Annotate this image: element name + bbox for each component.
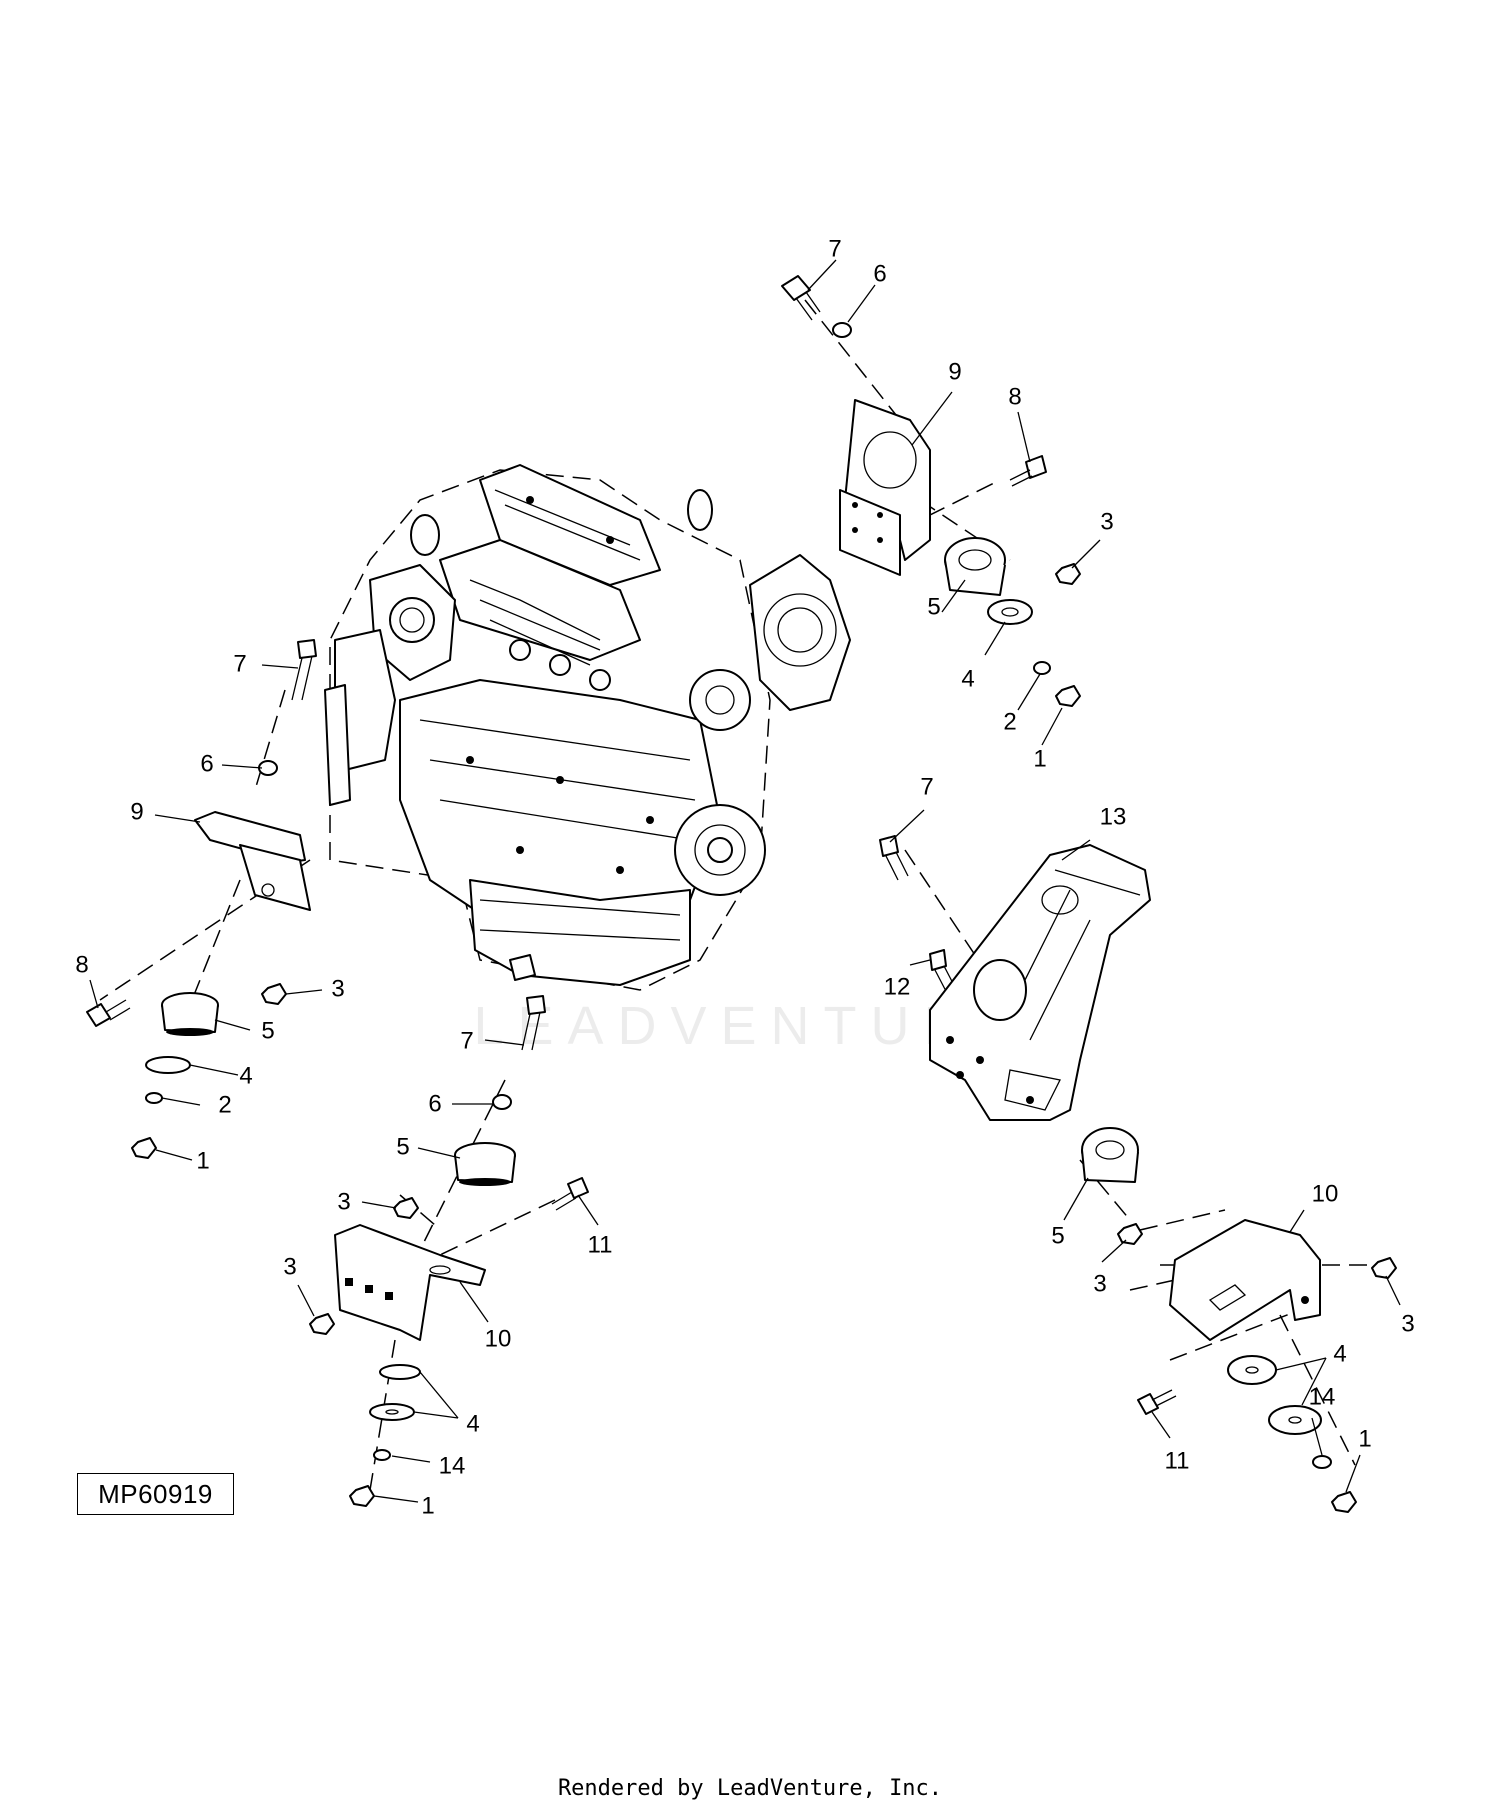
callout-4: 4 <box>1333 1340 1346 1367</box>
callout-4: 4 <box>466 1410 479 1437</box>
left-mount-group <box>86 639 317 1159</box>
callout-10: 10 <box>485 1325 512 1352</box>
callout-5: 5 <box>261 1017 274 1044</box>
callout-4: 4 <box>239 1062 252 1089</box>
callout-13: 13 <box>1100 803 1127 830</box>
callout-1: 1 <box>1033 745 1046 772</box>
callout-1: 1 <box>1358 1425 1371 1452</box>
callout-5: 5 <box>396 1133 409 1160</box>
callout-2: 2 <box>1003 708 1016 735</box>
top-right-mount-group <box>781 275 1081 707</box>
callout-6: 6 <box>428 1090 441 1117</box>
callout-14: 14 <box>1309 1383 1336 1410</box>
callout-3: 3 <box>1100 508 1113 535</box>
callout-12: 12 <box>884 973 911 1000</box>
callout-14: 14 <box>439 1452 466 1479</box>
callout-9: 9 <box>130 798 143 825</box>
callout-1: 1 <box>421 1492 434 1519</box>
callout-9: 9 <box>948 358 961 385</box>
callout-3: 3 <box>283 1253 296 1280</box>
callout-5: 5 <box>1051 1222 1064 1249</box>
callout-labels: 7 6 9 8 3 5 4 2 1 7 6 9 8 3 5 4 2 1 7 13… <box>75 235 1414 1519</box>
callout-6: 6 <box>200 750 213 777</box>
callout-7: 7 <box>460 1027 473 1054</box>
footer-credit: Rendered by LeadVenture, Inc. <box>557 1776 943 1801</box>
callout-4: 4 <box>961 665 974 692</box>
callout-5: 5 <box>927 593 940 620</box>
leader-lines <box>89 259 1401 1503</box>
callout-11: 11 <box>588 1231 613 1258</box>
callout-3: 3 <box>337 1188 350 1215</box>
callout-10: 10 <box>1312 1180 1339 1207</box>
callout-7: 7 <box>233 650 246 677</box>
callout-8: 8 <box>75 951 88 978</box>
watermark: LEADVENTURE <box>473 996 1027 1056</box>
callout-3: 3 <box>331 975 344 1002</box>
callout-7: 7 <box>828 235 841 262</box>
right-mount-group <box>879 835 1397 1513</box>
callout-3: 3 <box>1401 1310 1414 1337</box>
callout-6: 6 <box>873 260 886 287</box>
figure-reference-code: MP60919 <box>77 1473 234 1515</box>
callout-7: 7 <box>920 773 933 800</box>
callout-2: 2 <box>218 1091 231 1118</box>
callout-11: 11 <box>1165 1447 1190 1474</box>
engine-block-drawing <box>324 464 851 991</box>
callout-3: 3 <box>1093 1270 1106 1297</box>
callout-1: 1 <box>196 1147 209 1174</box>
bottom-middle-mount-group <box>309 995 589 1507</box>
callout-8: 8 <box>1008 383 1021 410</box>
